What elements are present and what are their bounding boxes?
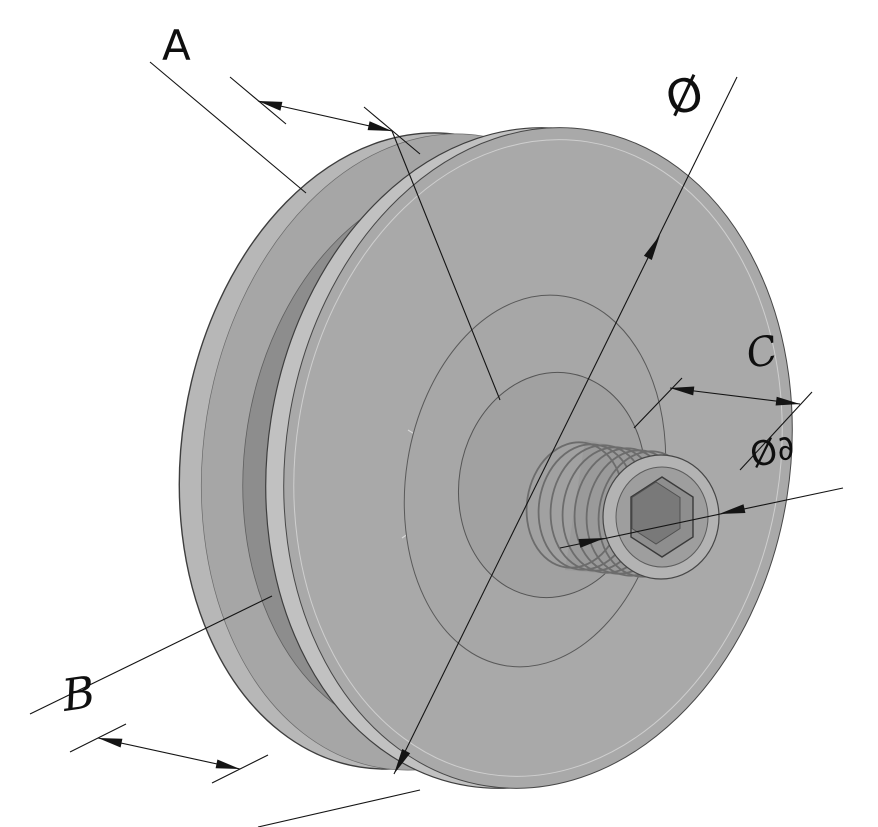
dim-dia-line bbox=[393, 76, 738, 775]
dim-stud-arrow-left bbox=[578, 538, 605, 548]
dim-b-arrow-right bbox=[215, 759, 240, 769]
hex-socket-bottom bbox=[631, 481, 681, 545]
dim-b-arrow-left bbox=[98, 738, 123, 748]
dim-a-arrow-left bbox=[258, 101, 283, 111]
pulley-body bbox=[178, 127, 793, 789]
dim-b-ext-long-1 bbox=[29, 595, 273, 715]
dim-b-ext-long-2 bbox=[257, 789, 421, 827]
face-chamfer-ring bbox=[293, 139, 783, 777]
dim-c-arrow-left bbox=[670, 386, 695, 396]
dim-dia-arrow-top bbox=[643, 235, 660, 260]
dim-a-label: A bbox=[162, 21, 191, 70]
dim-c-ext-2 bbox=[739, 391, 813, 471]
dim-a-ext-3 bbox=[391, 130, 501, 401]
dim-b-line bbox=[97, 737, 241, 770]
dimension-a: A bbox=[149, 21, 501, 401]
dimension-b: B bbox=[29, 595, 421, 827]
dim-a-leader bbox=[149, 61, 307, 194]
dim-dia-label: Ø bbox=[660, 65, 709, 127]
dim-stud-line bbox=[559, 487, 844, 549]
dim-stud-arrow-right bbox=[719, 504, 746, 514]
dim-a-arrow-right bbox=[367, 121, 392, 131]
dim-b-label: B bbox=[58, 667, 98, 722]
dim-dia-arrow-bottom bbox=[394, 749, 411, 774]
dim-c-arrow-right bbox=[775, 396, 800, 406]
dim-c-ext-1 bbox=[633, 377, 683, 429]
dim-a-ext-1 bbox=[229, 76, 287, 125]
